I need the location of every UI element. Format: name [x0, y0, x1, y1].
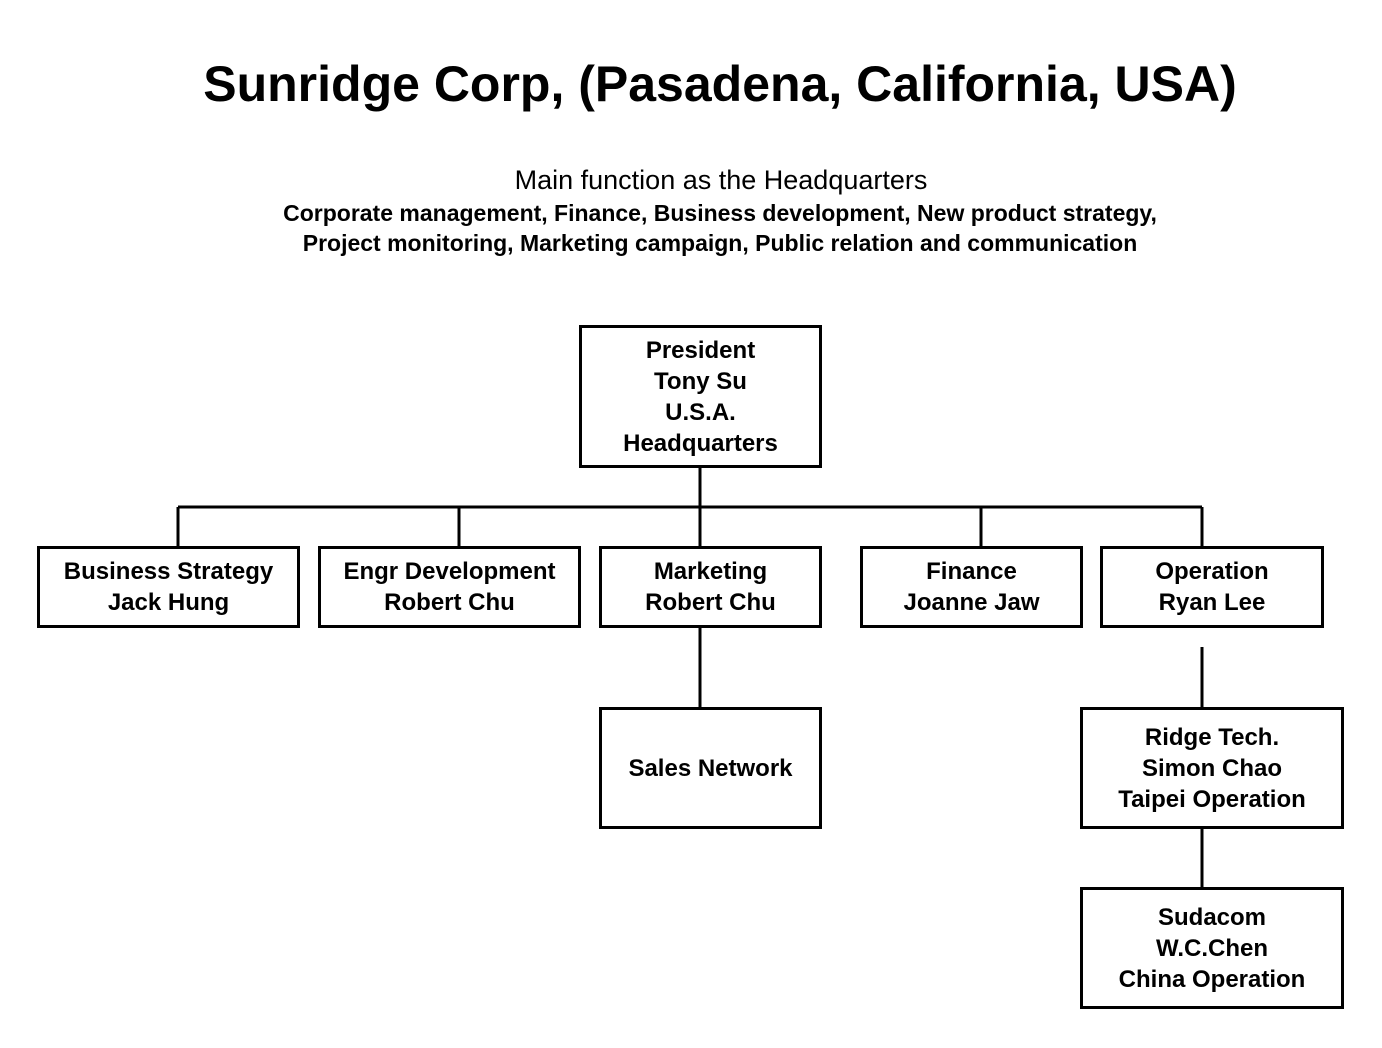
department-role: Finance: [926, 558, 1017, 585]
sudacom-unit: China Operation: [1118, 965, 1306, 993]
chart-title: Sunridge Corp, (Pasadena, California, US…: [203, 56, 1237, 112]
department-box-finance: Finance Joanne Jaw: [860, 546, 1083, 628]
department-head: Ryan Lee: [1158, 589, 1266, 616]
ridge-tech-head: Simon Chao: [1141, 754, 1282, 782]
functions-line-2: Project monitoring, Marketing campaign, …: [302, 230, 1138, 256]
department-role: Operation: [1155, 558, 1269, 585]
department-box-operation: Operation Ryan Lee: [1100, 546, 1324, 628]
president-box: President Tony Su U.S.A. Headquarters: [579, 325, 822, 468]
department-role: Marketing: [653, 558, 768, 585]
sales-network-label: Sales Network: [628, 754, 793, 782]
department-head: Robert Chu: [645, 589, 776, 616]
ridge-tech-company: Ridge Tech.: [1144, 723, 1280, 751]
sudacom-head: W.C.Chen: [1156, 934, 1268, 962]
department-head: Robert Chu: [384, 589, 515, 616]
department-box-marketing: Marketing Robert Chu: [599, 546, 822, 628]
sales-network-box: Sales Network: [599, 707, 822, 829]
department-box-engr-development: Engr Development Robert Chu: [318, 546, 581, 628]
sudacom-company: Sudacom: [1157, 903, 1267, 931]
chart-subtitle: Main function as the Headquarters: [514, 165, 928, 195]
sudacom-box: Sudacom W.C.Chen China Operation: [1080, 887, 1344, 1009]
ridge-tech-box: Ridge Tech. Simon Chao Taipei Operation: [1080, 707, 1344, 829]
president-unit: Headquarters: [623, 429, 778, 457]
president-country: U.S.A.: [665, 398, 736, 426]
president-name: Tony Su: [654, 367, 747, 395]
department-role: Business Strategy: [63, 558, 274, 585]
functions-line-1: Corporate management, Finance, Business …: [283, 200, 1157, 226]
president-role: President: [645, 336, 756, 364]
department-role: Engr Development: [343, 558, 556, 585]
ridge-tech-unit: Taipei Operation: [1118, 785, 1306, 813]
department-head: Joanne Jaw: [903, 589, 1040, 616]
department-box-business-strategy: Business Strategy Jack Hung: [37, 546, 300, 628]
department-head: Jack Hung: [107, 589, 230, 616]
